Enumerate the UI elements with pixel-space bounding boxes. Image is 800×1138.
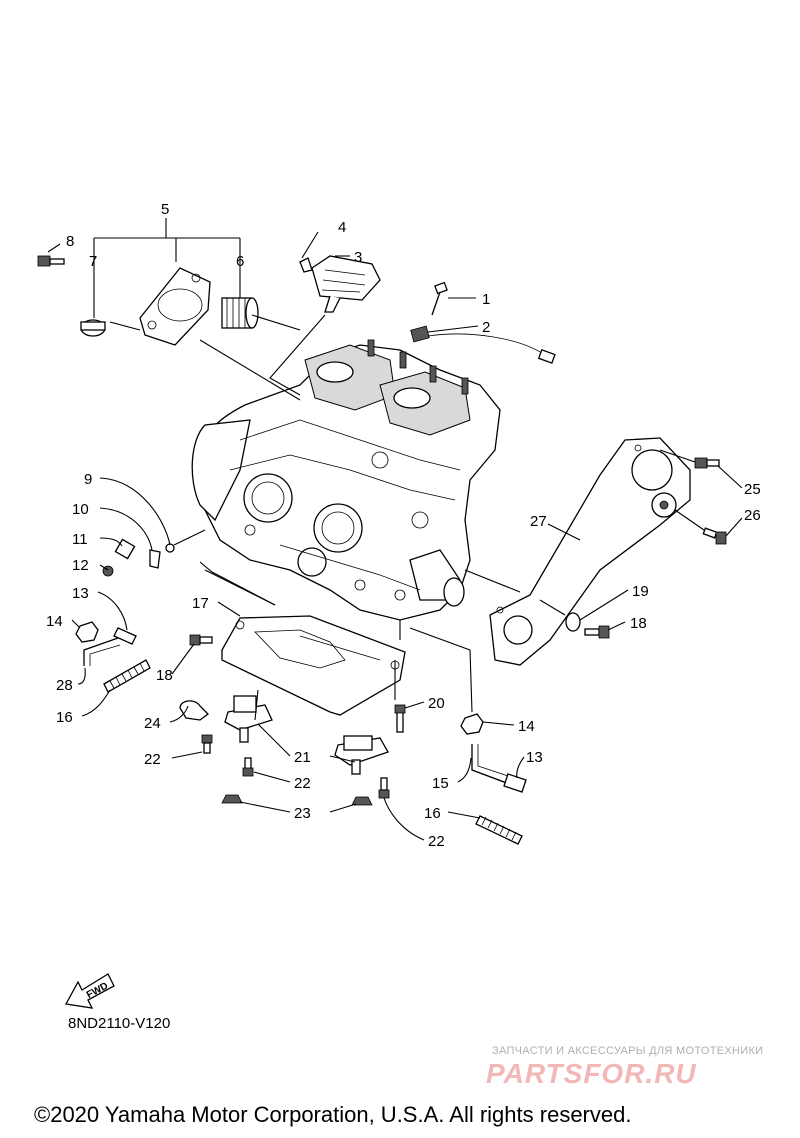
part-1-bolt — [431, 281, 448, 316]
part-7-cap — [80, 319, 106, 337]
callout-11: 11 — [72, 531, 88, 548]
callout-2: 2 — [482, 319, 490, 336]
callout-13-right: 13 — [526, 749, 543, 766]
part-15-hose — [471, 744, 515, 786]
callout-21: 21 — [294, 749, 311, 766]
part-22-bolt-c — [378, 777, 390, 799]
part-25-bolt — [694, 457, 720, 469]
callout-labels: 1 2 3 4 5 6 7 8 9 10 11 12 13 14 15 16 1… — [46, 201, 761, 850]
callout-8: 8 — [66, 233, 74, 250]
callout-23: 23 — [294, 805, 311, 822]
diagram-code: 8ND2110-V120 — [68, 1015, 171, 1032]
part-3-cover — [311, 255, 381, 313]
callout-12: 12 — [72, 557, 89, 574]
part-14-cap — [75, 621, 99, 643]
part-23-nut-left — [221, 794, 243, 804]
callout-22-right: 22 — [428, 833, 445, 850]
part-9-washer — [165, 543, 175, 553]
part-8-bolt — [37, 255, 65, 267]
part-4-clip — [299, 257, 313, 273]
part-17-bracket — [221, 615, 406, 716]
part-27-plate — [489, 437, 691, 666]
part-22-bolt-a — [201, 734, 213, 754]
part-2-sensor — [410, 325, 556, 364]
part-22-bolt-b — [242, 757, 254, 777]
callout-26: 26 — [744, 507, 761, 524]
callout-19: 19 — [632, 583, 649, 600]
part-28-hose — [83, 637, 121, 666]
callout-3: 3 — [354, 249, 362, 266]
callout-7: 7 — [89, 253, 97, 270]
callout-1: 1 — [482, 291, 490, 308]
part-26-bolt — [702, 527, 727, 545]
callout-27: 27 — [530, 513, 547, 530]
fwd-arrow-icon: FWD — [64, 973, 115, 1009]
fwd-label: FWD — [85, 981, 110, 1001]
callout-9: 9 — [84, 471, 92, 488]
callout-18: 18 — [156, 667, 173, 684]
callout-18-right: 18 — [630, 615, 647, 632]
part-18-bolt-left — [189, 634, 213, 646]
part-19-washer — [565, 612, 581, 632]
callout-24: 24 — [144, 715, 161, 732]
callout-17: 17 — [192, 595, 209, 612]
copyright-notice: ©2020 Yamaha Motor Corporation, U.S.A. A… — [34, 1102, 632, 1127]
part-5-housing — [139, 267, 211, 346]
engine-block — [191, 339, 501, 621]
leader-lines — [47, 218, 743, 841]
part-20-bolt — [394, 704, 406, 733]
callout-25: 25 — [744, 481, 761, 498]
part-16-spring-right — [475, 815, 523, 845]
part-16-spring-left — [103, 659, 151, 693]
callout-22: 22 — [144, 751, 161, 768]
part-21-mount-right — [334, 735, 389, 775]
callout-16-right: 16 — [424, 805, 441, 822]
part-6-filter — [221, 297, 259, 329]
callout-15: 15 — [432, 775, 449, 792]
callout-10: 10 — [72, 501, 89, 518]
part-13-fitting-right — [503, 773, 527, 793]
part-10-clamp — [149, 549, 161, 569]
callout-6: 6 — [236, 253, 244, 270]
part-26-hub — [651, 492, 677, 518]
watermark-logo: PARTSFOR.RU — [486, 1058, 697, 1089]
callout-22-middle: 22 — [294, 775, 311, 792]
part-18-bolt-right — [584, 625, 610, 639]
part-21-mount-left — [224, 695, 273, 743]
part-24-clamp — [179, 700, 209, 721]
callout-5: 5 — [161, 201, 169, 218]
callout-14: 14 — [46, 613, 63, 630]
callout-28: 28 — [56, 677, 73, 694]
part-13-fitting — [113, 627, 137, 645]
watermark-tagline: ЗАПЧАСТИ И АКСЕССУАРЫ ДЛЯ МОТОТЕХНИКИ — [492, 1045, 764, 1057]
callout-16: 16 — [56, 709, 73, 726]
callout-13: 13 — [72, 585, 89, 602]
callout-20: 20 — [428, 695, 445, 712]
part-14-cap-right — [460, 713, 484, 735]
callout-14-right: 14 — [518, 718, 535, 735]
part-23-nut-right — [351, 796, 373, 806]
callout-4: 4 — [338, 219, 346, 236]
